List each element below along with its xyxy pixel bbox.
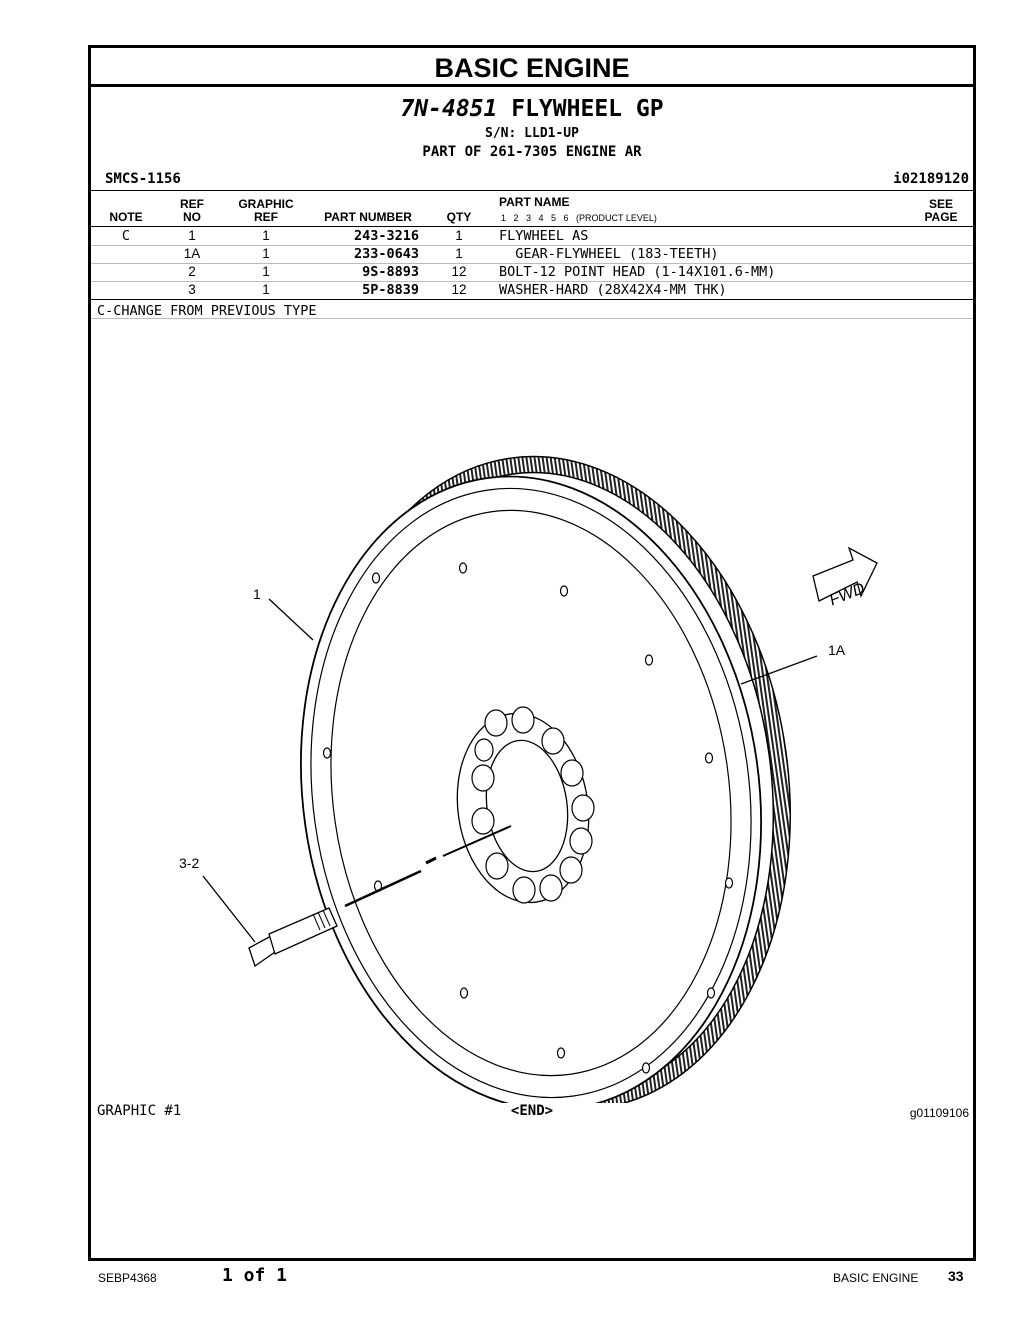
row-divider <box>91 245 973 246</box>
row-qty: 1 <box>455 228 463 243</box>
row-divider <box>91 281 973 282</box>
col-ref-header-top: REF <box>180 197 204 211</box>
doc-id: SEBP4368 <box>98 1271 157 1285</box>
row-part-number: 9S-8893 <box>362 264 419 280</box>
col-ref-header-bottom: NO <box>183 210 201 224</box>
group-part-number: 7N-4851 <box>400 96 498 122</box>
fwd-arrow-icon: FWD <box>812 546 878 609</box>
row-part-name: WASHER-HARD (28X42X4-MM THK) <box>499 282 727 298</box>
group-name: FLYWHEEL GP <box>511 96 664 122</box>
row-part-name: FLYWHEEL AS <box>499 228 589 244</box>
leader-1a <box>740 655 818 685</box>
row-divider <box>91 263 973 264</box>
callout-1a: 1A <box>828 642 846 658</box>
col-graphic-header-bottom: REF <box>254 210 278 224</box>
group-title: 7N-4851 FLYWHEEL GP <box>91 96 973 122</box>
callout-1: 1 <box>253 586 261 602</box>
row-graphic-ref: 1 <box>262 264 270 279</box>
smcs-code: SMCS-1156 <box>105 171 181 187</box>
row-qty: 12 <box>451 264 467 279</box>
col-part-name-header: PART NAME <box>499 195 570 209</box>
row-part-name: GEAR-FLYWHEEL (183-TEETH) <box>499 246 719 262</box>
row-graphic-ref: 1 <box>262 282 270 297</box>
end-marker: <END> <box>510 1103 554 1119</box>
divider <box>91 190 973 191</box>
graphic-caption: GRAPHIC #1 <box>97 1103 182 1119</box>
row-part-number: 243-3216 <box>353 228 419 244</box>
row-graphic-ref: 1 <box>262 228 270 243</box>
row-note: C <box>121 228 131 244</box>
change-note: C-CHANGE FROM PREVIOUS TYPE <box>97 303 317 319</box>
graphic-id: g01109106 <box>909 1106 969 1120</box>
col-note-header: NOTE <box>109 210 143 224</box>
leader-3-2 <box>202 875 256 943</box>
page-frame: BASIC ENGINE 7N-4851 FLYWHEEL GP S/N: LL… <box>88 45 976 1261</box>
section-title: BASIC ENGINE <box>91 48 973 87</box>
col-graphic-header-top: GRAPHIC <box>238 197 294 211</box>
divider <box>91 226 973 227</box>
part-of: PART OF 261-7305 ENGINE AR <box>422 144 642 160</box>
hub <box>456 706 595 904</box>
row-qty: 1 <box>455 246 463 261</box>
row-graphic-ref: 1 <box>262 246 270 261</box>
page-number: 33 <box>948 1268 964 1284</box>
row-ref: 1A <box>183 246 201 261</box>
serial-number: S/N: LLD1-UP <box>485 126 579 141</box>
row-part-number: 233-0643 <box>353 246 419 262</box>
row-ref: 1 <box>188 228 196 243</box>
row-ref: 2 <box>188 264 196 279</box>
callout-3-2: 3-2 <box>179 855 199 871</box>
flywheel-illustration: FWD 1 1A 3-2 <box>179 455 878 1103</box>
illustration-id: i02189120 <box>893 171 969 187</box>
bolt <box>248 825 512 968</box>
row-part-name: BOLT-12 POINT HEAD (1-14X101.6-MM) <box>499 264 776 280</box>
col-qty-header: QTY <box>446 210 472 224</box>
divider <box>91 318 973 319</box>
row-ref: 3 <box>188 282 196 297</box>
footer-section: BASIC ENGINE <box>833 1271 919 1285</box>
col-part-number-header: PART NUMBER <box>324 210 412 224</box>
col-see-header-bottom: PAGE <box>924 210 958 224</box>
row-part-number: 5P-8839 <box>362 282 419 298</box>
product-level-header: 1 2 3 4 5 6 (PRODUCT LEVEL) <box>501 213 657 223</box>
row-qty: 12 <box>451 282 467 297</box>
page-of: 1 of 1 <box>222 1265 288 1286</box>
leader-1 <box>268 598 314 641</box>
col-see-header-top: SEE <box>928 197 953 211</box>
divider <box>91 299 973 300</box>
